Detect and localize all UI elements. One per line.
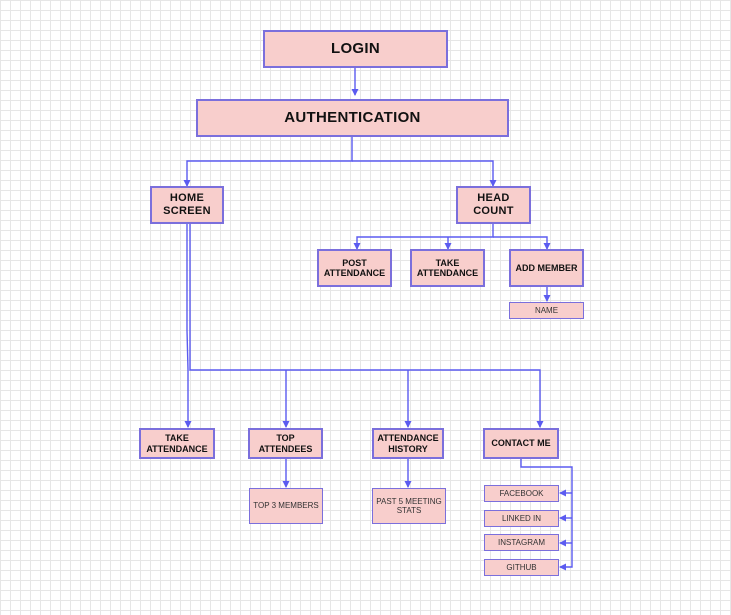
node-home-screen[interactable]: HOME SCREEN	[150, 186, 224, 224]
edge-contact-me-socials	[520, 459, 573, 571]
node-facebook[interactable]: FACEBOOK	[484, 485, 559, 502]
node-take-attendance-home[interactable]: TAKE ATTENDANCE	[139, 428, 215, 459]
node-github[interactable]: GITHUB	[484, 559, 559, 576]
node-top-attendees[interactable]: TOP ATTENDEES	[248, 428, 323, 459]
node-login[interactable]: LOGIN	[263, 30, 448, 68]
node-take-attendance-head-count[interactable]: TAKE ATTENDANCE	[410, 249, 485, 287]
node-linked-in[interactable]: LINKED IN	[484, 510, 559, 527]
node-head-count[interactable]: HEAD COUNT	[456, 186, 531, 224]
node-attendance-history[interactable]: ATTENDANCE HISTORY	[372, 428, 444, 459]
node-add-member[interactable]: ADD MEMBER	[509, 249, 584, 287]
edge-head-count-post-attendance	[353, 224, 494, 250]
node-name[interactable]: NAME	[509, 302, 584, 319]
edge-authentication-home-screen	[183, 137, 353, 187]
node-contact-me[interactable]: CONTACT ME	[483, 428, 559, 459]
edge-home-screen-bus	[189, 224, 544, 428]
node-post-attendance[interactable]: POST ATTENDANCE	[317, 249, 392, 287]
edge-home-screen-take-attendance	[184, 224, 192, 428]
edge-authentication-head-count	[352, 160, 497, 187]
node-top-3-members[interactable]: TOP 3 MEMBERS	[249, 488, 323, 524]
edge-head-count-add-member	[493, 236, 551, 250]
node-past-5-meeting-stats[interactable]: PAST 5 MEETING STATS	[372, 488, 446, 524]
node-authentication[interactable]: AUTHENTICATION	[196, 99, 509, 137]
node-instagram[interactable]: INSTAGRAM	[484, 534, 559, 551]
